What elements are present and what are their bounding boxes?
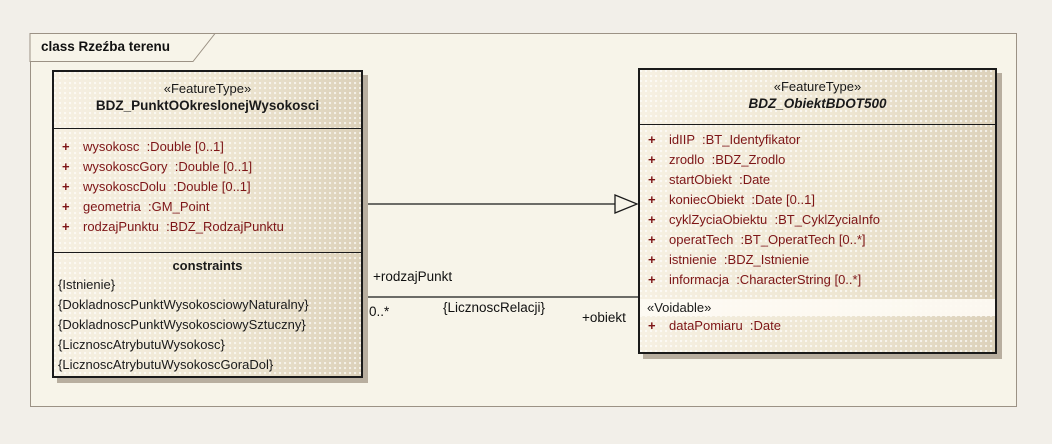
- constraint-row: {Istnienie}: [58, 277, 116, 292]
- voidable-stereotype-band: «Voidable»: [640, 299, 995, 316]
- constraint-row: {LicznoscAtrybutuWysokoscGoraDol}: [58, 357, 274, 372]
- attribute-row: + wysokoscGory :Double [0..1]: [54, 157, 361, 177]
- attribute-text: idIIP :BT_Identyfikator: [669, 132, 801, 147]
- attribute-row: + informacja :CharacterString [0..*]: [640, 270, 995, 290]
- attribute-text: istnienie :BDZ_Istnienie: [669, 252, 810, 267]
- attribute-text: wysokosc :Double [0..1]: [83, 139, 224, 154]
- class-stereotype: «FeatureType»: [773, 79, 862, 94]
- visibility-marker: +: [648, 252, 656, 267]
- attribute-text: cyklZyciaObiektu :BT_CyklZyciaInfo: [669, 212, 880, 227]
- attribute-text: operatTech :BT_OperatTech [0..*]: [669, 232, 866, 247]
- constraint-row: {DokladnoscPunktWysokosciowySztuczny}: [58, 317, 306, 332]
- class-header: «FeatureType» BDZ_PunktOOkreslonejWysoko…: [54, 72, 361, 128]
- attribute-row: + istnienie :BDZ_Istnienie: [640, 250, 995, 270]
- visibility-marker: +: [62, 179, 70, 194]
- frame-title: class Rzeźba terenu: [41, 39, 171, 54]
- association-constraint-label: {LicznoscRelacji}: [443, 300, 546, 315]
- attribute-text: wysokoscGory :Double [0..1]: [83, 159, 253, 174]
- class-bdz-punktookreslonejwysokosci[interactable]: «FeatureType» BDZ_PunktOOkreslonejWysoko…: [52, 70, 363, 378]
- attribute-row: + geometria :GM_Point: [54, 197, 361, 217]
- attributes-compartment: + wysokosc :Double [0..1] + wysokoscGory…: [54, 128, 361, 252]
- class-name: BDZ_PunktOOkreslonejWysokosci: [95, 98, 320, 113]
- attribute-row: + operatTech :BT_OperatTech [0..*]: [640, 230, 995, 250]
- visibility-marker: +: [648, 272, 656, 287]
- constraint-row: {DokladnoscPunktWysokosciowyNaturalny}: [58, 297, 309, 312]
- attribute-row: + wysokoscDolu :Double [0..1]: [54, 177, 361, 197]
- attribute-row: + zrodlo :BDZ_Zrodlo: [640, 150, 995, 170]
- class-header: «FeatureType» BDZ_ObiektBDOT500: [640, 70, 995, 124]
- visibility-marker: +: [62, 139, 70, 154]
- visibility-marker: +: [62, 219, 70, 234]
- association-role-target-label: +obiekt: [582, 310, 626, 325]
- visibility-marker: +: [62, 159, 70, 174]
- visibility-marker: +: [648, 152, 656, 167]
- visibility-marker: +: [648, 132, 656, 147]
- visibility-marker: +: [648, 212, 656, 227]
- attribute-text: geometria :GM_Point: [83, 199, 210, 214]
- attribute-row: + rodzajPunktu :BDZ_RodzajPunktu: [54, 217, 361, 237]
- attribute-row: + dataPomiaru :Date: [640, 316, 995, 336]
- constraint-row: {LicznoscAtrybutuWysokosc}: [58, 337, 225, 352]
- attribute-text: informacja :CharacterString [0..*]: [669, 272, 862, 287]
- constraints-compartment: constraints {Istnienie} {DokladnoscPunkt…: [54, 252, 361, 376]
- attribute-row: + cyklZyciaObiektu :BT_CyklZyciaInfo: [640, 210, 995, 230]
- association-multiplicity-label: 0..*: [369, 304, 390, 319]
- constraints-title: constraints: [172, 258, 243, 273]
- attribute-text: rodzajPunktu :BDZ_RodzajPunktu: [83, 219, 284, 234]
- attribute-row: + startObiekt :Date: [640, 170, 995, 190]
- association-role-source-label: +rodzajPunkt: [373, 269, 453, 284]
- class-bdz-obiektbdot500[interactable]: «FeatureType» BDZ_ObiektBDOT500 + idIIP …: [638, 68, 997, 354]
- visibility-marker: +: [648, 192, 656, 207]
- attribute-row: + koniecObiekt :Date [0..1]: [640, 190, 995, 210]
- visibility-marker: +: [648, 232, 656, 247]
- attribute-row: + idIIP :BT_Identyfikator: [640, 130, 995, 150]
- class-name: BDZ_ObiektBDOT500: [748, 96, 887, 111]
- attribute-row: + wysokosc :Double [0..1]: [54, 137, 361, 157]
- attributes-compartment: + idIIP :BT_Identyfikator + zrodlo :BDZ_…: [640, 124, 995, 352]
- visibility-marker: +: [648, 172, 656, 187]
- attribute-text: dataPomiaru :Date: [669, 318, 782, 333]
- visibility-marker: +: [62, 199, 70, 214]
- attribute-text: koniecObiekt :Date [0..1]: [669, 192, 815, 207]
- attribute-text: zrodlo :BDZ_Zrodlo: [669, 152, 786, 167]
- visibility-marker: +: [648, 318, 656, 333]
- attribute-text: startObiekt :Date: [669, 172, 771, 187]
- class-stereotype: «FeatureType»: [163, 81, 252, 96]
- attribute-text: wysokoscDolu :Double [0..1]: [83, 179, 251, 194]
